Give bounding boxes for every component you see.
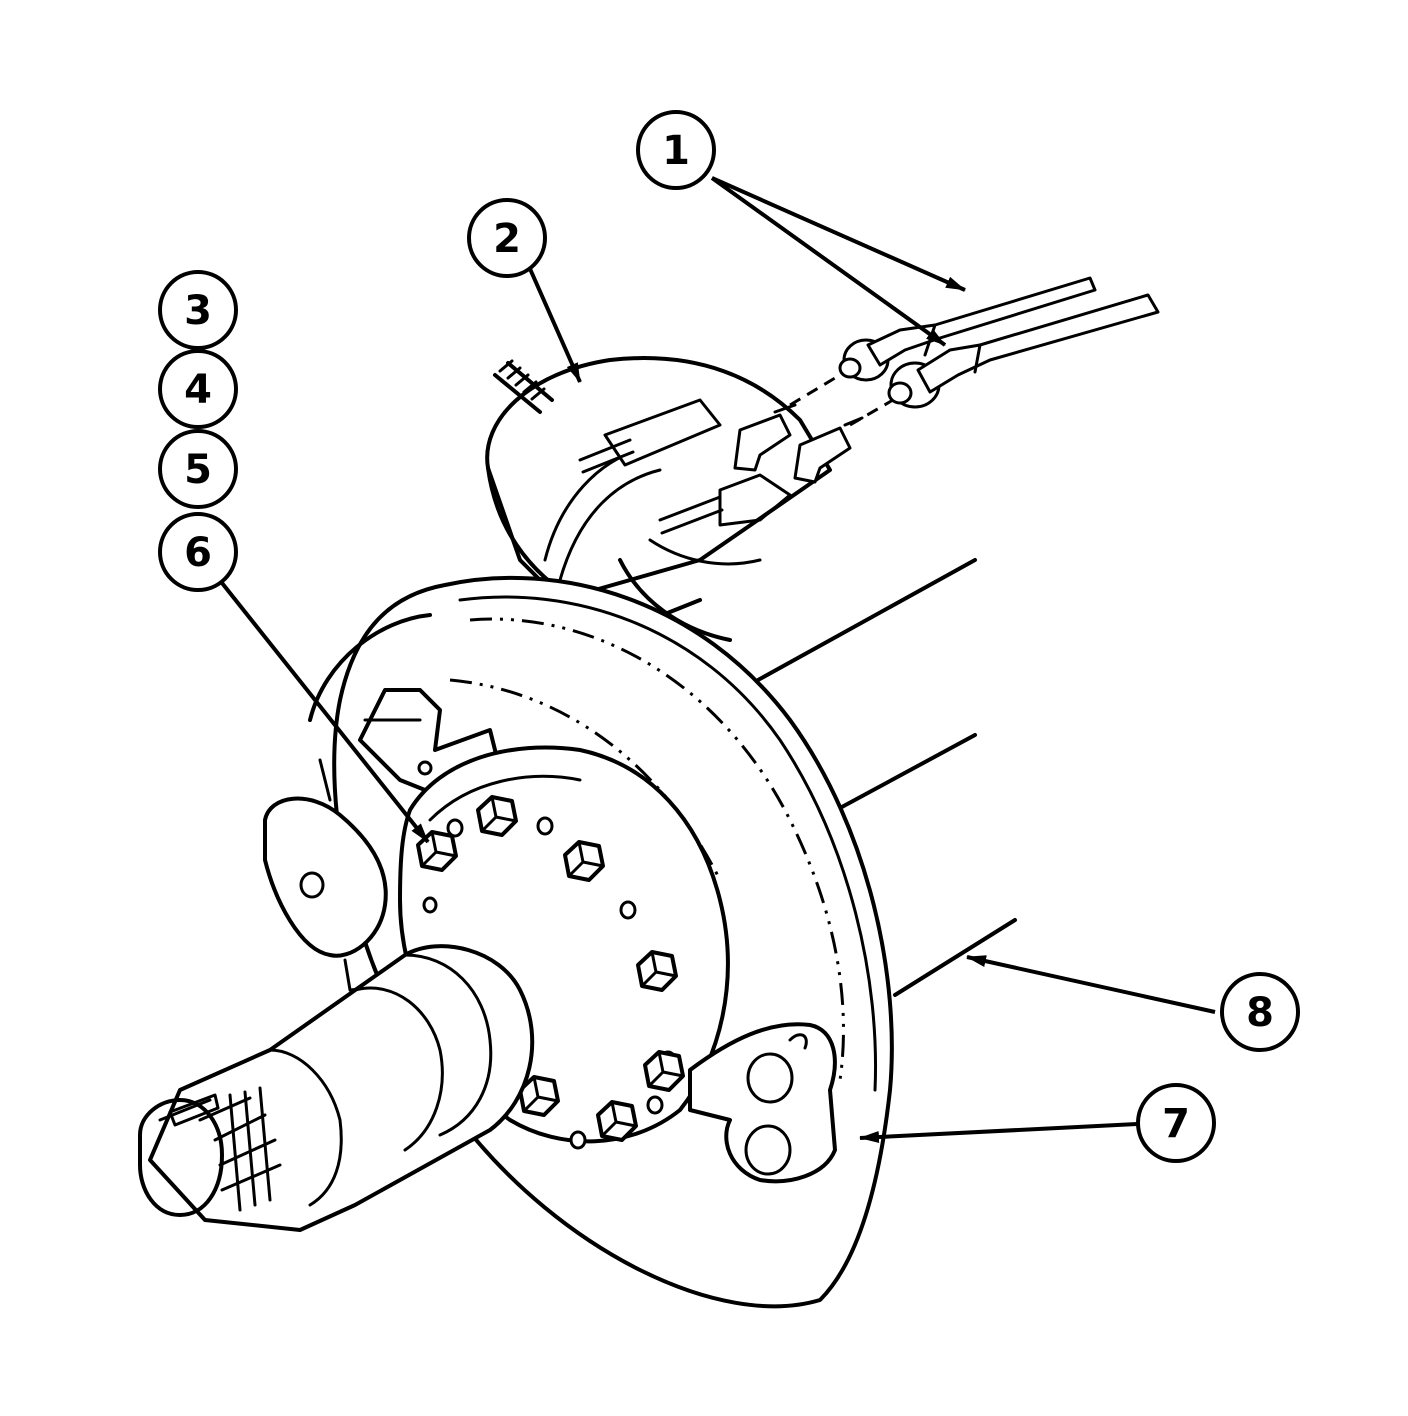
spindle bbox=[138, 944, 535, 1232]
anchor-bracket-bottom bbox=[688, 1022, 837, 1184]
svg-text:6: 6 bbox=[184, 530, 212, 576]
air-hoses bbox=[866, 276, 1160, 394]
brake-chamber bbox=[485, 356, 832, 642]
svg-text:4: 4 bbox=[184, 367, 212, 413]
callout-8: 8 bbox=[1220, 972, 1300, 1052]
callout-4: 4 bbox=[158, 349, 238, 429]
cam-lever bbox=[263, 796, 397, 992]
leader-lines bbox=[220, 176, 1216, 1144]
callout-5: 5 bbox=[158, 429, 238, 509]
nut bbox=[518, 1075, 560, 1117]
svg-text:8: 8 bbox=[1246, 990, 1274, 1036]
axle-housing bbox=[738, 558, 1017, 997]
chamber-stud bbox=[493, 359, 554, 414]
callout-3: 3 bbox=[158, 270, 238, 350]
nut bbox=[643, 1050, 685, 1092]
nut bbox=[563, 840, 605, 882]
actuator-rod bbox=[578, 398, 792, 535]
nut bbox=[596, 1100, 638, 1142]
svg-text:2: 2 bbox=[493, 216, 521, 262]
callout-2: 2 bbox=[467, 198, 547, 278]
svg-text:7: 7 bbox=[1162, 1101, 1190, 1147]
mounting-nuts bbox=[416, 795, 685, 1142]
nut bbox=[476, 795, 518, 837]
callout-7: 7 bbox=[1136, 1083, 1216, 1163]
nut bbox=[636, 950, 678, 992]
svg-text:5: 5 bbox=[184, 447, 212, 493]
svg-text:1: 1 bbox=[662, 128, 690, 174]
callout-1: 1 bbox=[636, 110, 716, 190]
callout-6: 6 bbox=[158, 512, 238, 592]
svg-text:3: 3 bbox=[184, 288, 212, 334]
